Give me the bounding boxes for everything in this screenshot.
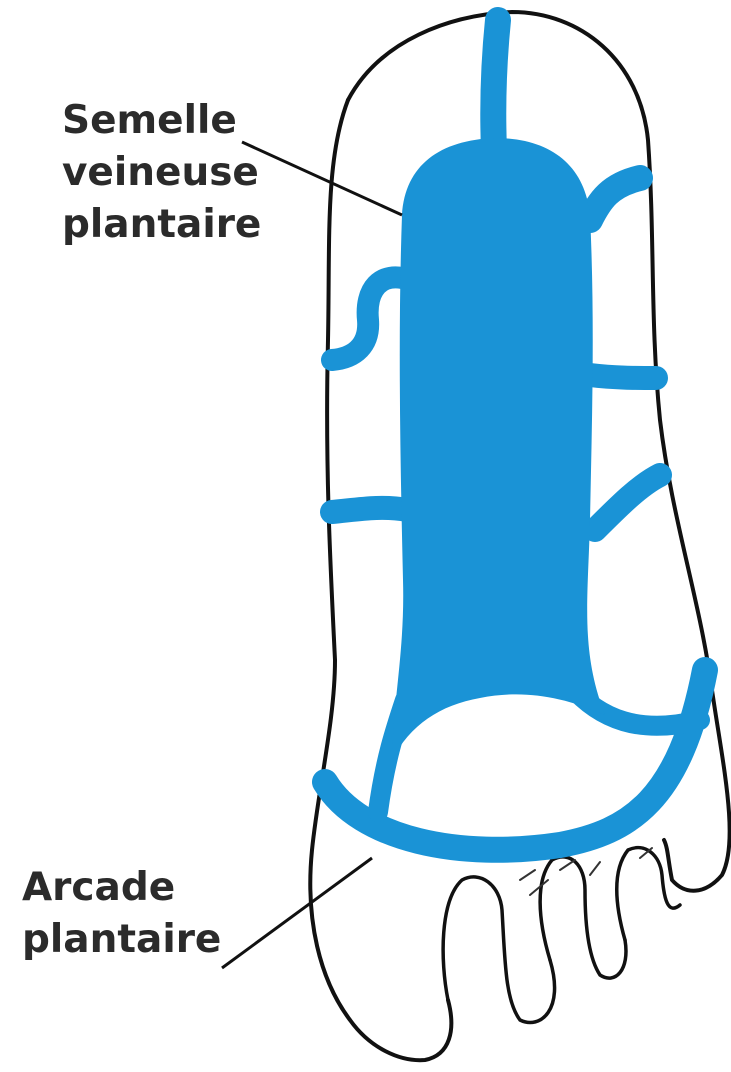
- semelle-veineuse: [392, 138, 605, 760]
- vein-top: [493, 20, 498, 150]
- toe-3: [540, 857, 626, 978]
- vein-branch-right-3: [595, 475, 660, 530]
- label-line: Arcade: [22, 862, 221, 914]
- label-semelle-veineuse-plantaire: Semelle veineuse plantaire: [62, 95, 261, 251]
- vein-branch-left-2: [332, 508, 408, 512]
- leader-line-semelle: [242, 142, 402, 215]
- vein-branch-right-1: [590, 178, 640, 220]
- toe-2: [443, 877, 554, 1023]
- label-line: Semelle: [62, 95, 261, 147]
- label-line: plantaire: [62, 199, 261, 251]
- leader-line-arcade: [222, 858, 372, 968]
- label-line: veineuse: [62, 147, 261, 199]
- vein-branch-left-1: [332, 277, 410, 360]
- label-arcade-plantaire: Arcade plantaire: [22, 862, 221, 966]
- label-line: plantaire: [22, 914, 221, 966]
- vein-branch-right-2: [590, 375, 656, 378]
